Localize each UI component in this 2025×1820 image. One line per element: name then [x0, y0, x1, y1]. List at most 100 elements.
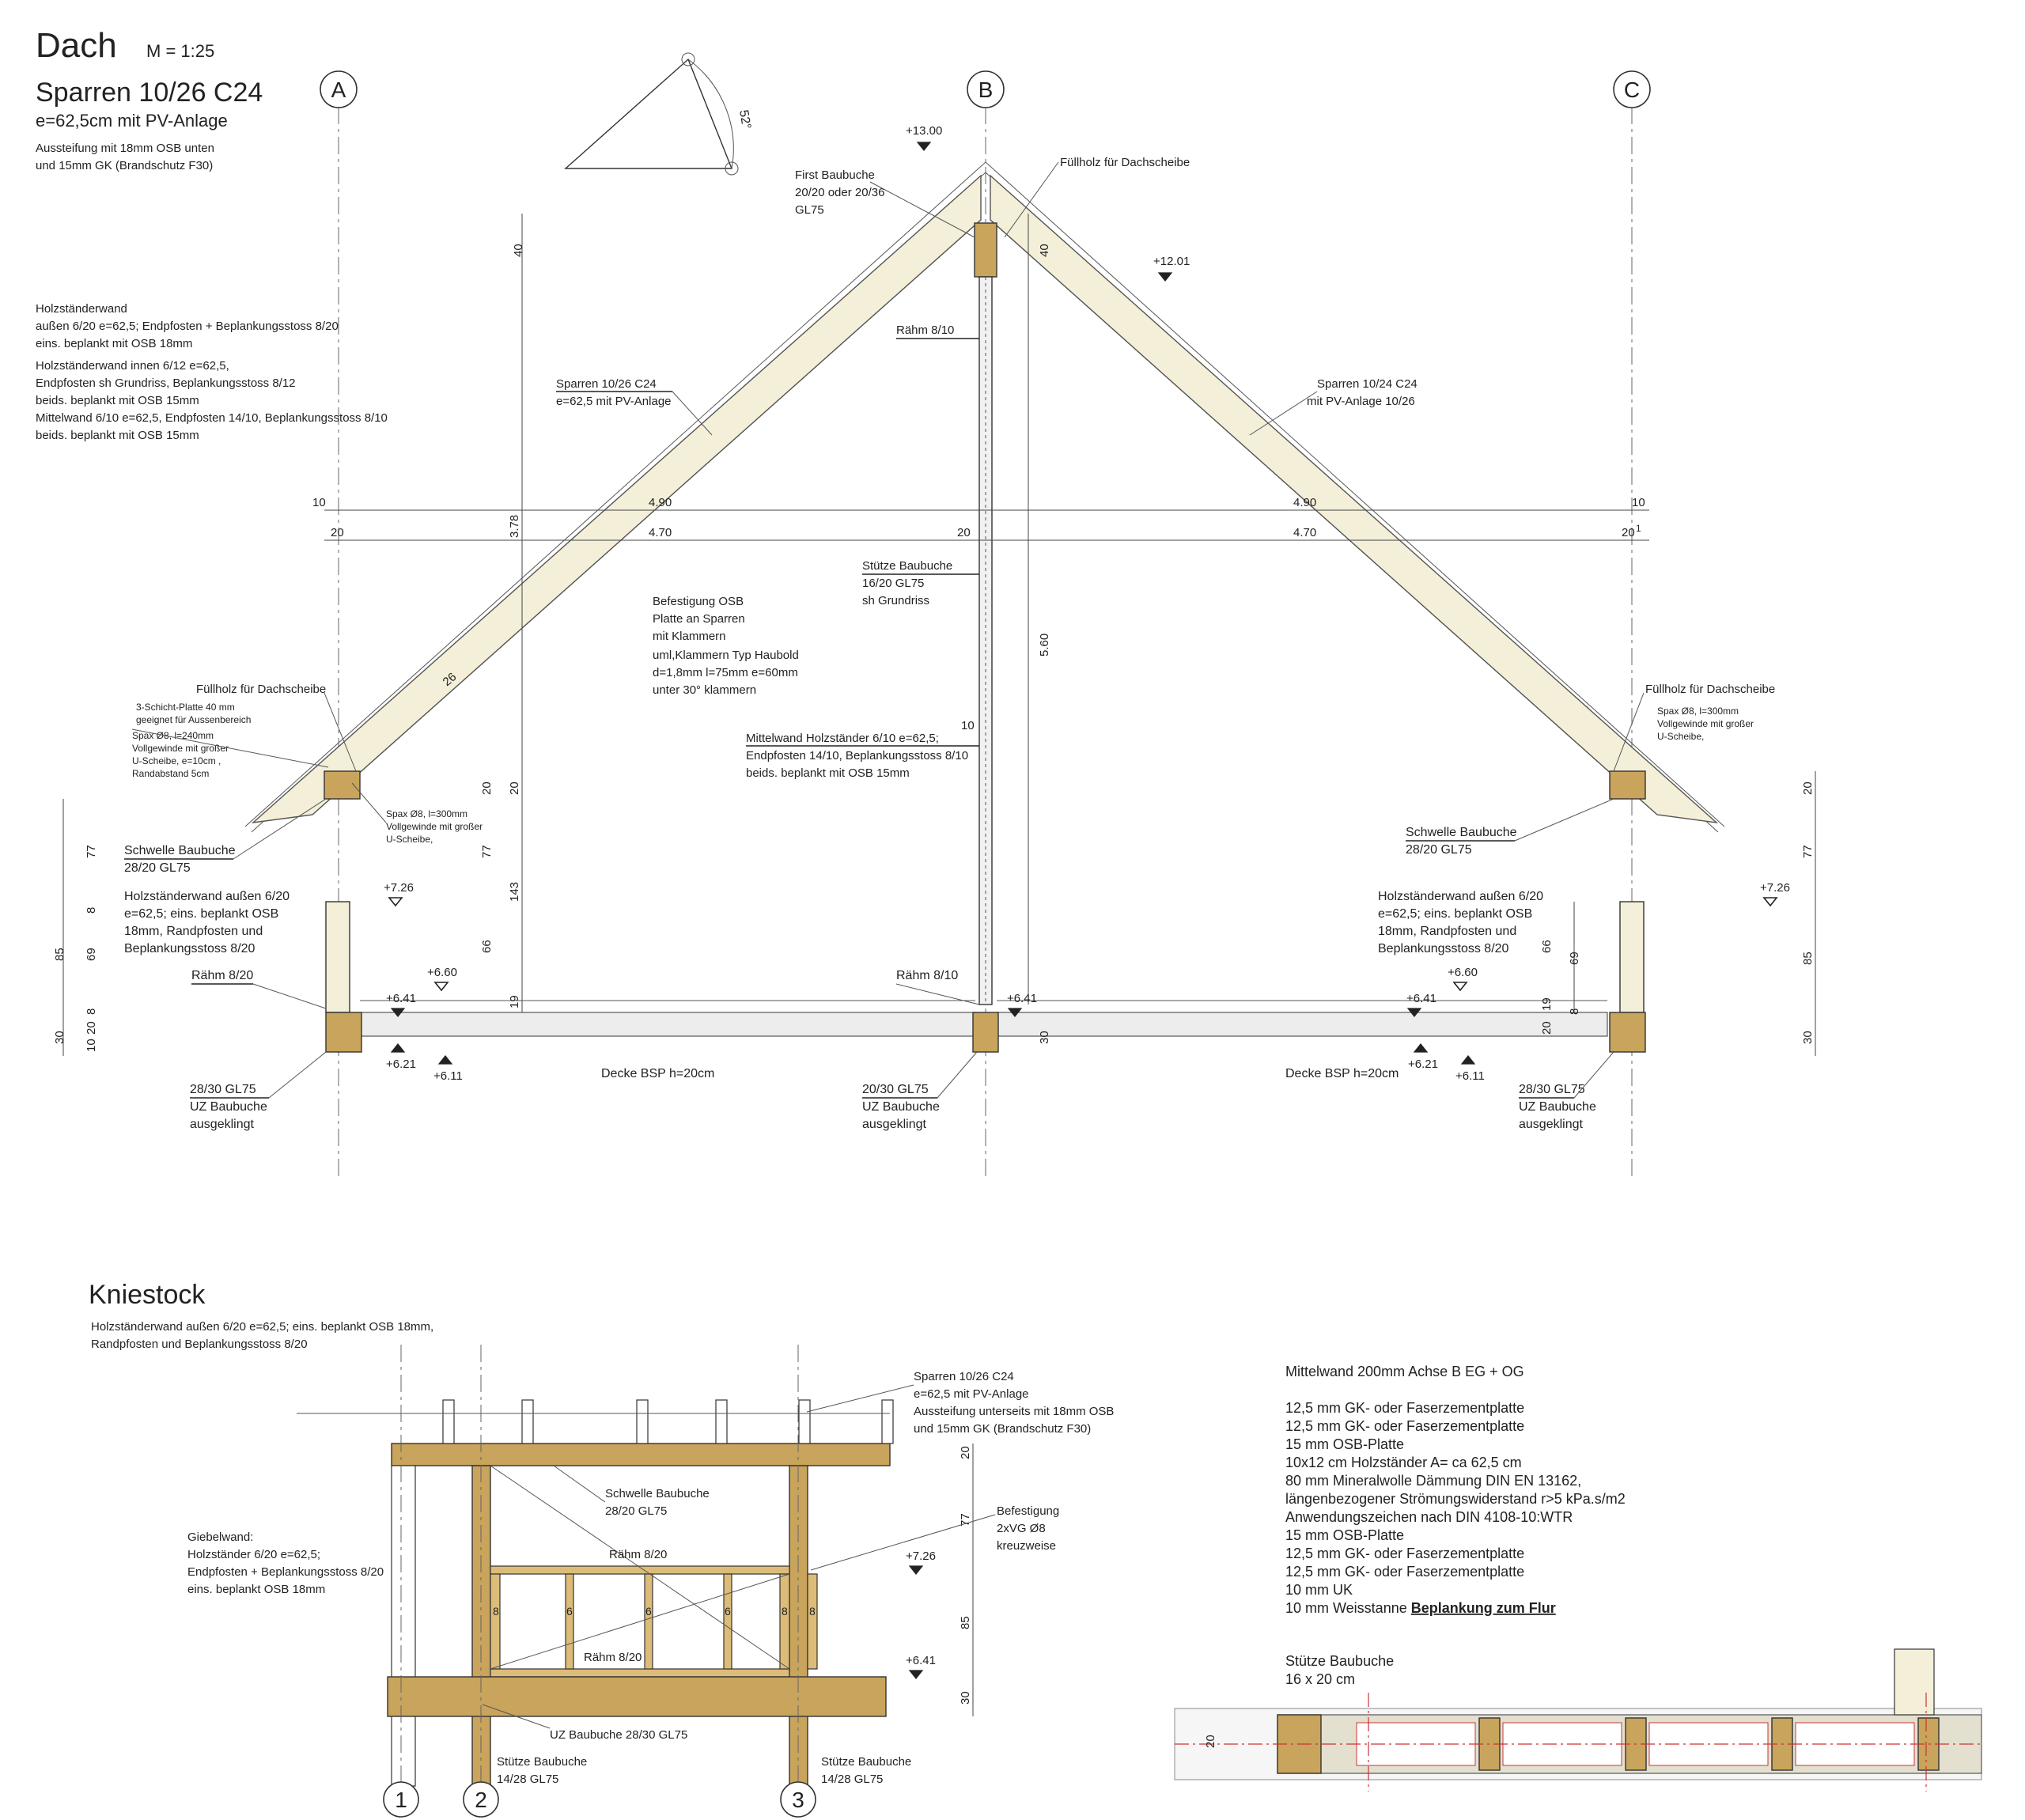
label-spax-right-2: U-Scheibe,	[1657, 731, 1704, 742]
knee-level-641: +6.41	[906, 1654, 936, 1667]
left-dim-8b: 8	[85, 1008, 98, 1015]
label-uz-left-2: ausgeklingt	[190, 1118, 255, 1131]
axis-b-circle	[967, 70, 1005, 108]
midwall-layer-8: 12,5 mm GK- oder Faserzementplatte	[1285, 1546, 1524, 1561]
label-sill-left-0: Schwelle Baubuche	[124, 844, 236, 857]
roof-bracing-1: Aussteifung mit 18mm OSB unten	[36, 142, 214, 155]
label-rahm-mid: Rähm 8/10	[896, 969, 958, 982]
left-rafter	[251, 174, 982, 823]
knee-column-left-0: Stütze Baubuche	[497, 1755, 587, 1769]
right-outer-85: 85	[1801, 952, 1815, 965]
label-ridge-beam-2: GL75	[795, 203, 824, 217]
uz-mid	[972, 1012, 999, 1053]
label-uz-mid-1: UZ Baubuche	[862, 1100, 940, 1114]
pitch-label: 52°	[736, 109, 753, 131]
label-ridge-beam-0: First Baubuche	[795, 168, 875, 182]
midwall-layer-7: 15 mm OSB-Platte	[1285, 1527, 1404, 1543]
mid-dim2-20: 20	[508, 781, 521, 795]
label-spax-left-1: Vollgewinde mit großer	[386, 821, 483, 832]
label-ridge-beam-1: 20/20 oder 20/36	[795, 186, 884, 199]
mid-dim-143: 143	[508, 882, 521, 902]
knee-column-right-1: 14/28 GL75	[821, 1773, 883, 1786]
left-dim-8: 8	[85, 907, 98, 914]
label-osb-2: mit Klammern	[653, 630, 726, 643]
knee-sill	[391, 1443, 891, 1466]
knee-dim-77: 77	[959, 1513, 972, 1527]
label-threeply-3: Vollgewinde mit großer	[132, 743, 229, 754]
stud-dim-4: 8	[782, 1605, 788, 1618]
midwall-layer-0: 12,5 mm GK- oder Faserzementplatte	[1285, 1400, 1524, 1416]
knee-fixing-1: 2xVG Ø8	[997, 1522, 1046, 1535]
label-uz-right-0: 28/30 GL75	[1519, 1083, 1585, 1096]
knee-gable-3: eins. beplankt OSB 18mm	[187, 1583, 325, 1596]
label-filler-left: Füllholz für Dachscheibe	[196, 683, 326, 696]
dim-40-top: 40	[1038, 244, 1051, 257]
dim-10-mid: 10	[961, 719, 975, 732]
dim-490-left: 4.90	[649, 496, 672, 509]
level-floor-top-right: +6.60	[1448, 966, 1478, 979]
label-spax-left-0: Spax Ø8, l=300mm	[386, 808, 467, 819]
knee-gable-1: Holzständer 6/20 e=62,5;	[187, 1548, 320, 1561]
wall-note-4: Endpfosten sh Grundriss, Beplankungsstos…	[36, 376, 296, 390]
label-uz-mid-0: 20/30 GL75	[862, 1083, 929, 1096]
label-uz-left-1: UZ Baubuche	[190, 1100, 267, 1114]
uz-right	[1609, 1012, 1646, 1053]
stud-dim-0: 8	[493, 1605, 499, 1618]
level-under-left-a: +6.21	[386, 1058, 416, 1071]
label-wall-right-2: 18mm, Randpfosten und	[1378, 925, 1516, 938]
midwall-layer-2: 15 mm OSB-Platte	[1285, 1436, 1404, 1452]
label-uz-mid-2: ausgeklingt	[862, 1118, 927, 1131]
knee-dim-85: 85	[959, 1616, 972, 1629]
label-sill-right-1: 28/20 GL75	[1406, 843, 1472, 857]
dim-10-right: 10	[1632, 496, 1645, 509]
midwall-layer-3: 10x12 cm Holzständer A= ca 62,5 cm	[1285, 1455, 1522, 1470]
label-column-1: 16/20 GL75	[862, 577, 924, 590]
sill-left	[324, 770, 361, 800]
mid-dim-20: 20	[480, 781, 494, 795]
label-threeply-5: Randabstand 5cm	[132, 768, 209, 779]
level-knee-right: +7.26	[1760, 881, 1790, 895]
left-dim-stack: 77 8 69 85 8 20 10 30	[53, 799, 98, 1056]
roof-geometry	[244, 161, 1725, 1053]
mid-dim2-30: 30	[1038, 1031, 1051, 1044]
level-floor-mid: +6.41	[1007, 992, 1037, 1005]
knee-axis-1: 1	[395, 1788, 407, 1812]
knee-fixing-0: Befestigung	[997, 1504, 1059, 1518]
dim-1-right: 1	[1636, 523, 1641, 534]
label-uz-right-2: ausgeklingt	[1519, 1118, 1584, 1131]
right-dim-69: 69	[1568, 952, 1581, 965]
axis-c-circle	[1613, 70, 1651, 108]
right-outer-30: 30	[1801, 1031, 1815, 1044]
stud-dim-2: 6	[645, 1605, 652, 1618]
label-wall-left-1: e=62,5; eins. beplankt OSB	[124, 907, 278, 921]
wall-note-1: außen 6/20 e=62,5; Endpfosten + Beplanku…	[36, 320, 339, 333]
label-midwall-1: Endpfosten 14/10, Beplankungsstoss 8/10	[746, 749, 968, 762]
knee-dim-20: 20	[959, 1446, 972, 1459]
midwall-column-2: 16 x 20 cm	[1285, 1671, 1355, 1687]
knee-wall-note-1: Holzständerwand außen 6/20 e=62,5; eins.…	[91, 1320, 433, 1334]
roof-header: Dach M = 1:25 Sparren 10/26 C24 e=62,5cm…	[36, 26, 263, 172]
midwall-layer-1: 12,5 mm GK- oder Faserzementplatte	[1285, 1418, 1524, 1434]
label-osb-4: d=1,8mm l=75mm e=60mm	[653, 666, 798, 679]
label-filler-right: Füllholz für Dachscheibe	[1645, 683, 1775, 696]
knee-section: Kniestock Holzständerwand außen 6/20 e=6…	[89, 1280, 1114, 1818]
level-floor-right: +6.41	[1406, 992, 1436, 1005]
dim-490-right: 4.90	[1293, 496, 1316, 509]
left-dim-69: 69	[85, 948, 98, 961]
right-dim-19: 19	[1540, 997, 1554, 1011]
dim-470-left: 4.70	[649, 526, 672, 539]
label-rahm-left: Rähm 8/20	[191, 969, 253, 982]
dim-40: 40	[512, 244, 525, 257]
dim-560: 5.60	[1038, 634, 1051, 656]
knee-sill-1: 28/20 GL75	[605, 1504, 667, 1518]
knee-gable-wall	[391, 1465, 416, 1787]
midwall-layer-10: 10 mm UK	[1285, 1582, 1353, 1598]
wall-note-5: beids. beplankt mit OSB 15mm	[36, 394, 199, 407]
level-under-right-a: +6.21	[1408, 1058, 1438, 1071]
stud-dim-3: 6	[725, 1605, 731, 1618]
label-sill-right-0: Schwelle Baubuche	[1406, 826, 1517, 839]
wall-note-7: beids. beplankt mit OSB 15mm	[36, 429, 199, 442]
midwall-detail: Mittelwand 200mm Achse B EG + OG 12,5 mm…	[1174, 1364, 1982, 1792]
knee-gable-0: Giebelwand:	[187, 1531, 253, 1544]
